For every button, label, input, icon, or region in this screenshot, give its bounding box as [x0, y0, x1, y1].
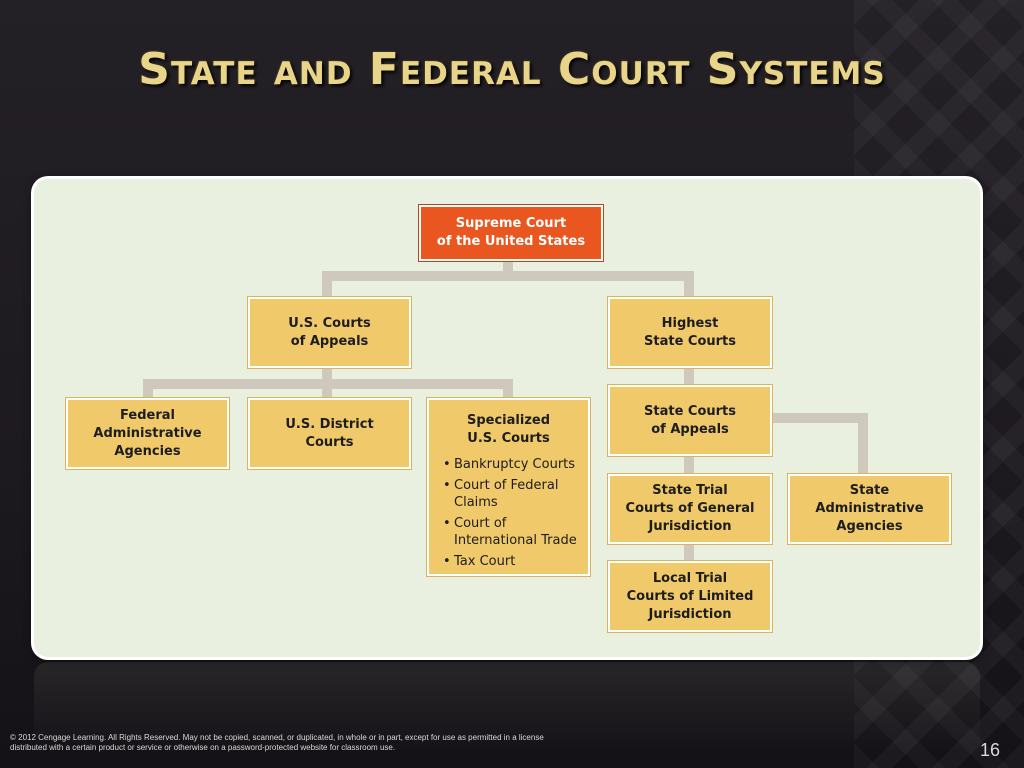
list-item-text: Court of Federal	[454, 478, 559, 493]
node-label-line: State	[849, 483, 890, 498]
node-label-line: State Trial	[652, 483, 728, 498]
list-item: Tax Court	[443, 553, 577, 570]
node-supreme-court: Supreme Court of the United States	[419, 205, 603, 261]
connector-us-appeals-stem	[322, 367, 332, 381]
connector-highest-to-appeals	[684, 367, 694, 386]
list-item-text: International Trade	[454, 533, 577, 548]
node-us-district-courts: U.S. District Courts	[248, 398, 411, 469]
node-label-line: Jurisdiction	[648, 519, 732, 534]
panel-reflection	[34, 662, 980, 752]
connector-to-federal-agencies	[143, 379, 153, 399]
list-item-text: Court of	[454, 516, 507, 531]
list-item-text: Bankruptcy Courts	[454, 457, 576, 472]
connector-top-bar	[322, 271, 694, 281]
copyright-notice: © 2012 Cengage Learning. All Rights Rese…	[10, 733, 544, 752]
connector-to-highest-state	[684, 271, 694, 298]
node-label-line: Courts of General	[625, 501, 755, 516]
node-us-courts-of-appeals: U.S. Courts of Appeals	[248, 297, 411, 368]
connector-to-state-admin	[858, 413, 868, 475]
list-item: Court of International Trade	[443, 515, 577, 549]
node-label-line: Administrative	[93, 425, 202, 441]
node-label-line: of the United States	[436, 234, 586, 249]
list-item-text: Claims	[454, 495, 498, 510]
node-state-courts-of-appeals: State Courts of Appeals	[608, 385, 772, 456]
connector-appeals-to-trial	[684, 455, 694, 475]
page-number: 16	[979, 740, 1000, 760]
node-label-line: Federal	[120, 407, 175, 423]
connector-state-admin-bar	[772, 413, 868, 423]
connector-supreme-stem	[503, 259, 513, 273]
node-label-line: Jurisdiction	[648, 606, 732, 622]
node-label-line: Agencies	[114, 443, 181, 459]
node-federal-administrative-agencies: Federal Administrative Agencies	[66, 398, 229, 469]
node-label-line: U.S. Courts	[467, 431, 550, 446]
node-label-line: State Courts	[644, 403, 736, 419]
connector-to-district	[322, 379, 332, 399]
list-item: Bankruptcy Courts	[443, 456, 577, 473]
node-specialized-us-courts: Specialized U.S. Courts Bankruptcy Court…	[427, 398, 590, 576]
node-label-line: U.S. District	[285, 416, 374, 432]
node-label-line: U.S. Courts	[288, 315, 371, 331]
node-state-administrative-agencies: State Administrative Agencies	[788, 474, 951, 544]
node-label-line: Agencies	[836, 519, 903, 534]
node-state-trial-courts-general: State Trial Courts of General Jurisdicti…	[608, 474, 772, 544]
node-label-line: of Appeals	[651, 421, 729, 437]
specialized-court-list: Bankruptcy Courts Court of FederalClaims…	[429, 456, 577, 574]
node-label-line: of Appeals	[290, 333, 369, 349]
node-label-line: Courts	[305, 434, 354, 450]
node-label-line: Courts of Limited	[626, 588, 754, 604]
node-label-line: Local Trial	[652, 570, 728, 586]
node-label-line: Specialized	[466, 413, 551, 428]
slide-title: State and Federal Court Systems	[138, 44, 886, 95]
connector-to-specialized	[503, 379, 513, 399]
node-label-line: Highest	[661, 315, 719, 331]
list-item-text: Tax Court	[454, 554, 516, 569]
connector-trial-to-local	[684, 543, 694, 562]
node-local-trial-courts-limited: Local Trial Courts of Limited Jurisdicti…	[608, 561, 772, 632]
node-label-line: Supreme Court	[455, 216, 567, 231]
node-label-line: Administrative	[815, 501, 924, 516]
node-label-line: State Courts	[644, 333, 736, 349]
connector-to-us-appeals	[322, 271, 332, 298]
node-highest-state-courts: Highest State Courts	[608, 297, 772, 368]
